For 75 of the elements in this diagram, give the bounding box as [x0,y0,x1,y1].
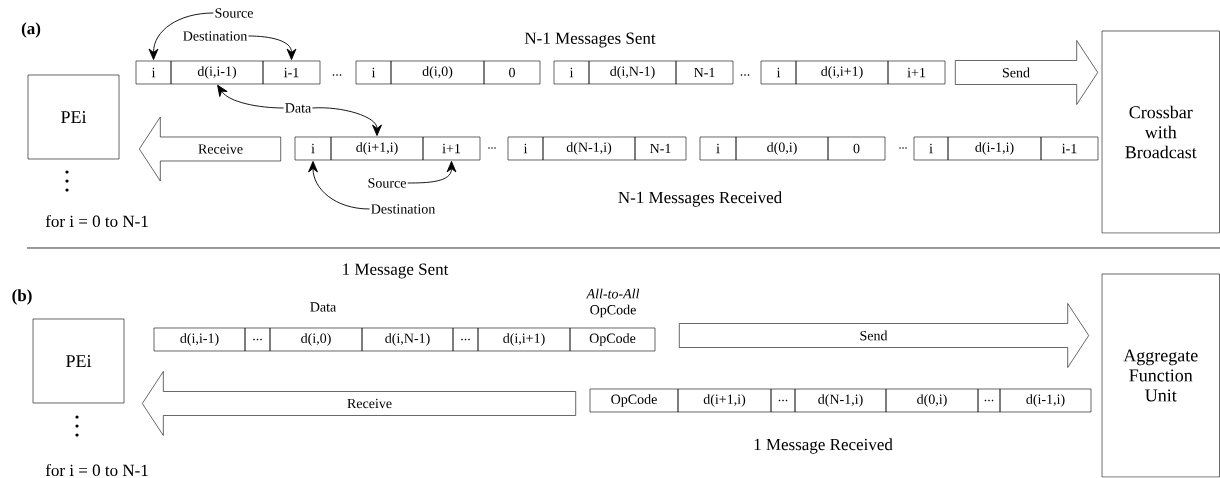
curved-arrow [312,107,382,136]
message-field: i [135,60,172,85]
message-field: i [294,136,332,161]
block-arrow [142,371,576,436]
message-field: i+1 [422,136,481,161]
message-field: i [760,60,797,85]
message-field: N-1 [634,136,687,161]
caption-text: 1 Message Received [754,438,893,454]
message-field: i [913,136,949,161]
annotation-text: Destination [371,204,436,214]
message-field: d(i,0) [390,60,485,85]
message-field: d(i+1,i) [330,136,424,161]
message-field: d(i,i+1) [795,60,889,85]
message-field: i [699,136,737,161]
ellipsis: ... [740,74,750,76]
ellipsis: ... [332,74,342,76]
message-field: i [553,60,590,85]
curved-arrow [248,35,297,60]
message-field: d(0,i) [885,388,979,413]
unit-box: Aggregate Function Unit [1101,273,1220,478]
edge-label: Receive [198,144,243,154]
message-field: i [355,60,392,85]
unit-box: PEi [27,74,120,160]
message-field: d(i,i-1) [153,327,246,352]
message-field: d(i,N-1) [588,60,677,85]
caption-text: 1 Message Sent [343,263,449,279]
message-field: OpCode [589,388,679,413]
message-field: d(i,i-1) [170,60,264,85]
ellipsis: ... [899,147,907,149]
block-arrow [679,303,1089,368]
curved-arrow [308,161,370,210]
panel-label: (b) [12,289,32,305]
message-field: ... [452,327,479,352]
loop-text: for i = 0 to N-1 [45,214,148,228]
message-field: 0 [483,60,541,85]
message-field: i+1 [887,60,946,85]
message-field: d(i+1,i) [677,388,772,413]
message-field: ... [770,388,796,413]
annotation-text: Source [215,8,253,18]
loop-text: for i = 0 to N-1 [45,463,148,477]
message-field: d(i,N-1) [361,327,454,352]
message-field: d(0,i) [735,136,829,161]
block-arrow [139,116,281,182]
message-field: OpCode [569,327,656,352]
unit-box: PEi [32,318,125,404]
unit-box: Crossbar with Broadcast [1101,30,1220,234]
edge-label: Send [1002,67,1030,78]
curved-arrow [148,12,214,60]
block-arrow [955,40,1098,105]
message-field: d(i-1,i) [999,388,1092,413]
annotation-text: Destination [183,31,248,41]
annotation-text: Source [368,178,406,188]
message-field: i-1 [1040,136,1099,161]
message-field: d(i,i+1) [477,327,571,352]
message-field: d(N-1,i) [794,388,887,413]
field-group-label: All-to-All OpCode [585,288,640,318]
message-field: d(i-1,i) [947,136,1042,161]
annotation-text: Data [285,103,312,113]
caption-text: N-1 Messages Sent [524,32,656,48]
message-field: d(i,0) [269,327,363,352]
field-group-label: Data [310,302,337,312]
curved-arrow [407,161,457,184]
curved-arrow [217,84,285,109]
message-field: i [507,136,544,161]
message-field: 0 [827,136,886,161]
edge-label: Send [860,330,888,341]
message-field: i-1 [262,60,321,85]
edge-label: Receive [347,398,392,409]
caption-text: N-1 Messages Received [618,191,782,207]
message-field: d(N-1,i) [542,136,636,161]
message-field: ... [977,388,1001,413]
panel-label: (a) [21,22,41,38]
message-field: ... [244,327,271,352]
ellipsis: ... [488,147,496,149]
message-field: N-1 [675,60,734,85]
